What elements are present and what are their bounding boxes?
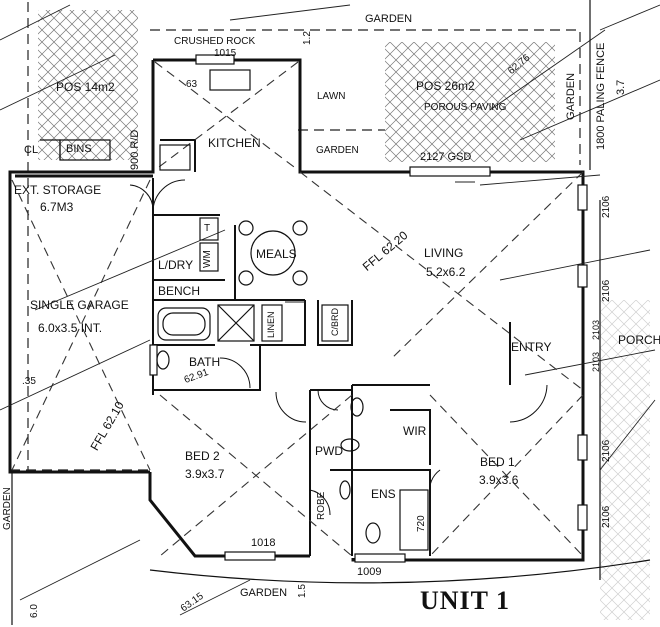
pos-14-label: POS 14m2	[56, 80, 115, 94]
windows	[149, 54, 588, 563]
dim-2103-a: 2103	[591, 319, 601, 340]
dim-2103-b: 2103	[591, 351, 601, 372]
cbrd-label: C/BRD	[330, 307, 340, 336]
toilet-pwd	[340, 438, 360, 452]
garage-size: 6.0x3.5 INT.	[38, 321, 103, 335]
site-boundary	[10, 2, 581, 471]
dim-63: 63	[186, 79, 198, 90]
garden-right-label: GARDEN	[565, 72, 577, 120]
garage-label: SINGLE GARAGE	[30, 298, 129, 312]
garden-left-label: GARDEN	[2, 487, 13, 530]
meals-table	[250, 230, 296, 276]
dim-1009: 1009	[357, 566, 382, 578]
meals-label: MEALS	[256, 247, 297, 261]
ext-storage-size: 6.7M3	[40, 200, 74, 214]
ens-label: ENS	[371, 487, 396, 501]
ens-shower	[399, 489, 429, 551]
trough	[199, 217, 219, 241]
t-label: T	[204, 223, 211, 234]
room-diagonals	[11, 61, 584, 557]
dim-2106-b: 2106	[601, 279, 612, 302]
garden-top-label: GARDEN	[365, 13, 413, 25]
porous-paving-label: POROUS PAVING	[424, 102, 507, 113]
wm-label: WM	[202, 250, 213, 268]
sink	[159, 144, 191, 171]
pos-14-hatch	[38, 10, 138, 160]
bins-label: BINS	[66, 143, 92, 155]
dim-2106-c: 2106	[601, 439, 612, 462]
ldry-label: L/DRY	[158, 258, 194, 272]
lawn-label: LAWN	[317, 91, 346, 102]
leader-lines	[0, 4, 660, 616]
bath-tub	[157, 307, 211, 341]
crushed-rock-label: CRUSHED ROCK	[174, 36, 256, 47]
dim-720: 720	[416, 515, 427, 532]
shower	[217, 304, 255, 342]
site-edges	[11, 0, 651, 625]
toilet-ens	[365, 522, 381, 544]
wir-label: WIR	[403, 424, 427, 438]
washing-machine	[199, 242, 219, 272]
fence-label: 1800 PALING FENCE	[595, 42, 607, 150]
dim-035: .35	[22, 376, 36, 387]
pos-26-hatch	[385, 42, 555, 162]
garden-mid-label: GARDEN	[316, 145, 359, 156]
living-label: LIVING	[424, 246, 464, 260]
basin-bath	[156, 350, 170, 370]
dim-2106-a: 2106	[601, 195, 612, 218]
dim-1-2: 1.2	[302, 31, 313, 45]
ext-storage-label: EXT. STORAGE	[14, 183, 102, 197]
pwd-label: PWD	[315, 444, 343, 458]
entry-label: ENTRY	[511, 340, 552, 354]
robe-label: ROBE	[316, 491, 327, 520]
bed1-size: 3.9x3.6	[479, 473, 519, 487]
dim-1018: 1018	[251, 537, 276, 549]
plan-title: UNIT 1	[420, 586, 511, 615]
bath-label: BATH	[189, 355, 221, 369]
bench-label: BENCH	[158, 284, 201, 298]
rod-label: 900 R/D	[129, 129, 141, 170]
bed1-label: BED 1	[480, 455, 515, 469]
pos-26-label: POS 26m2	[416, 79, 475, 93]
dim-2106-d: 2106	[601, 505, 612, 528]
dim-2127: 2127 GSD	[420, 151, 472, 163]
bed2-size: 3.9x3.7	[185, 467, 225, 481]
kitchen-label: KITCHEN	[208, 136, 261, 150]
linen-label: LINEN	[266, 311, 276, 338]
dim-3-7: 3.7	[615, 79, 627, 95]
fixtures	[156, 69, 429, 551]
cl-label: CL	[24, 144, 39, 156]
garden-bottom-label: GARDEN	[240, 587, 288, 599]
dim-6-0: 6.0	[29, 604, 40, 618]
living-size: 5.2x6.2	[426, 265, 466, 279]
dim-1-5: 1.5	[297, 584, 308, 598]
dim-1015: 1015	[214, 48, 237, 59]
porch-label: PORCH	[618, 333, 660, 347]
interior-walls	[152, 139, 511, 556]
cooktop	[209, 69, 251, 91]
bed2-label: BED 2	[185, 449, 220, 463]
